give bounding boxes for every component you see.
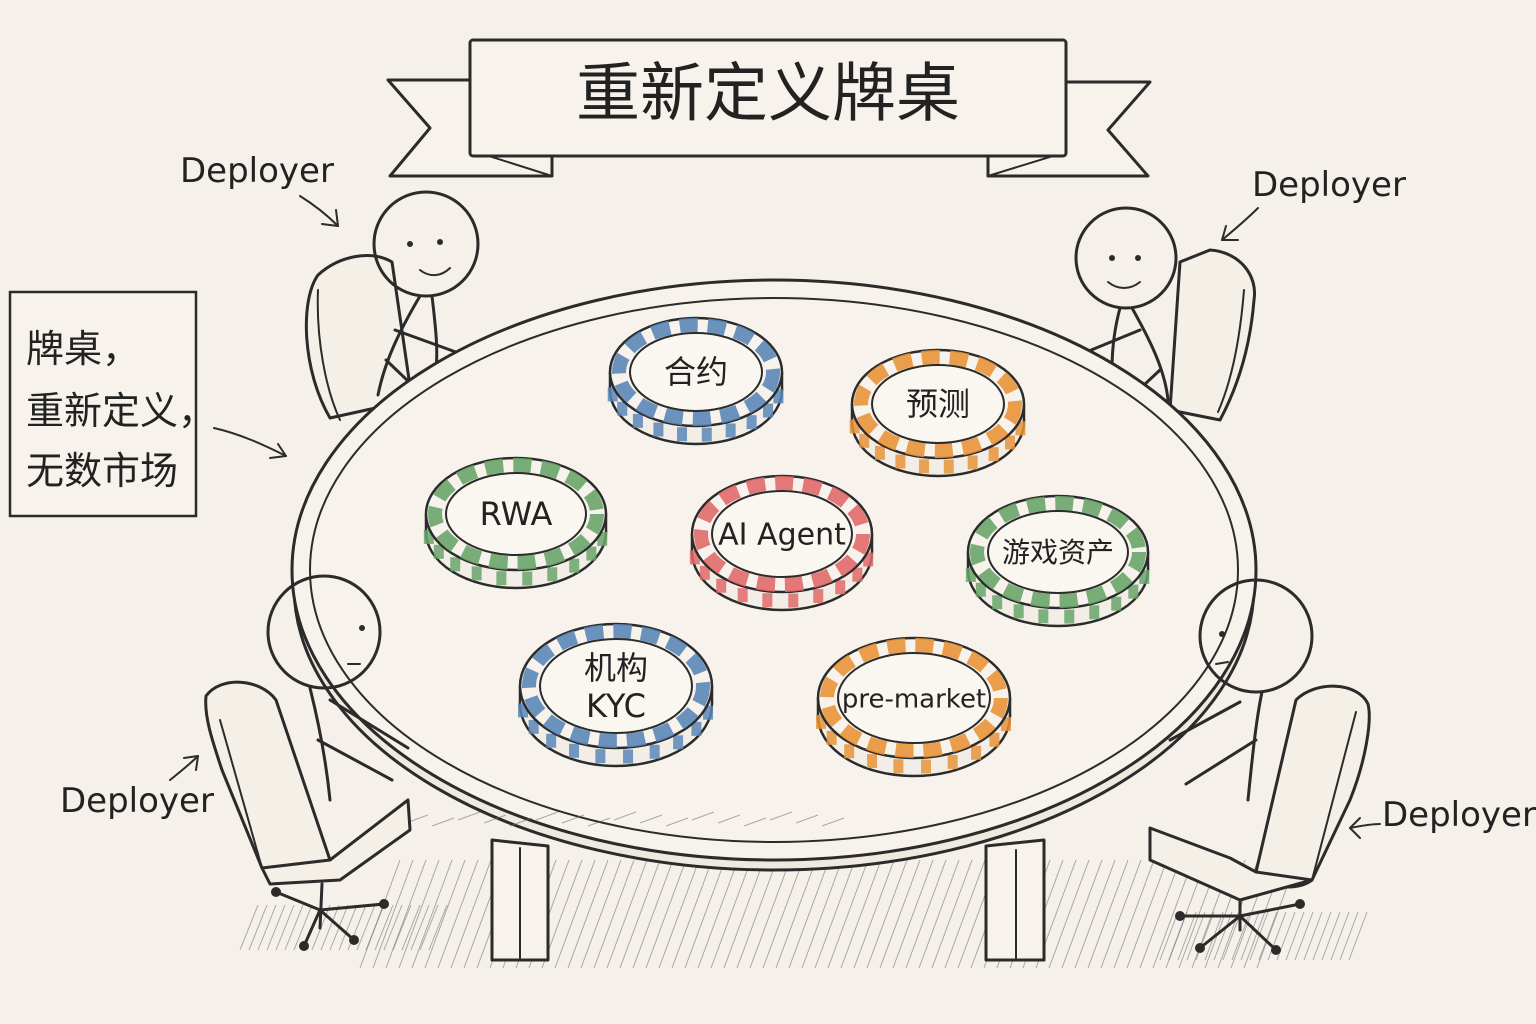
chip: 游戏资产 [965,494,1150,628]
chip-label-2: KYC [586,687,646,725]
chair-top-left [304,254,414,421]
chip-label: 机构 [584,649,648,687]
side-note-line-3: 无数市场 [26,449,178,493]
title-banner: 重新定义牌桌 [386,38,1152,178]
chip-label: pre-market [842,685,986,715]
deployer-text: Deployer [1252,165,1406,205]
chair-top-right [1168,248,1257,422]
deployer-text: Deployer [60,781,214,821]
chip-label: 预测 [906,385,970,423]
deployer-label-bottom-left: Deployer [60,755,214,821]
chip: RWA [423,456,608,590]
deployer-label-top-left: Deployer [180,151,339,227]
chip-label: AI Agent [718,518,846,553]
side-note-line-2: 重新定义， [26,389,216,433]
deployer-text: Deployer [1382,795,1536,835]
chip-label: 合约 [664,353,728,391]
chip: AI Agent [689,474,874,612]
deployer-label-top-right: Deployer [1221,165,1406,241]
side-note-line-1: 牌桌， [26,327,140,371]
side-note: 牌桌， 重新定义， 无数市场 [8,290,287,518]
chip: 预测 [849,348,1026,478]
chair-bottom-left [204,680,412,951]
player-bottom-right [1168,578,1314,802]
banner-title: 重新定义牌桌 [576,58,960,132]
deployer-label-bottom-right: Deployer [1349,795,1536,839]
player-bottom-left [266,574,410,802]
deployer-text: Deployer [180,151,334,191]
chip: pre-market [816,636,1012,778]
chair-bottom-right [1148,684,1371,955]
chip-label: RWA [480,495,553,533]
chip-label: 游戏资产 [1002,536,1114,569]
chip: 合约 [607,316,784,446]
